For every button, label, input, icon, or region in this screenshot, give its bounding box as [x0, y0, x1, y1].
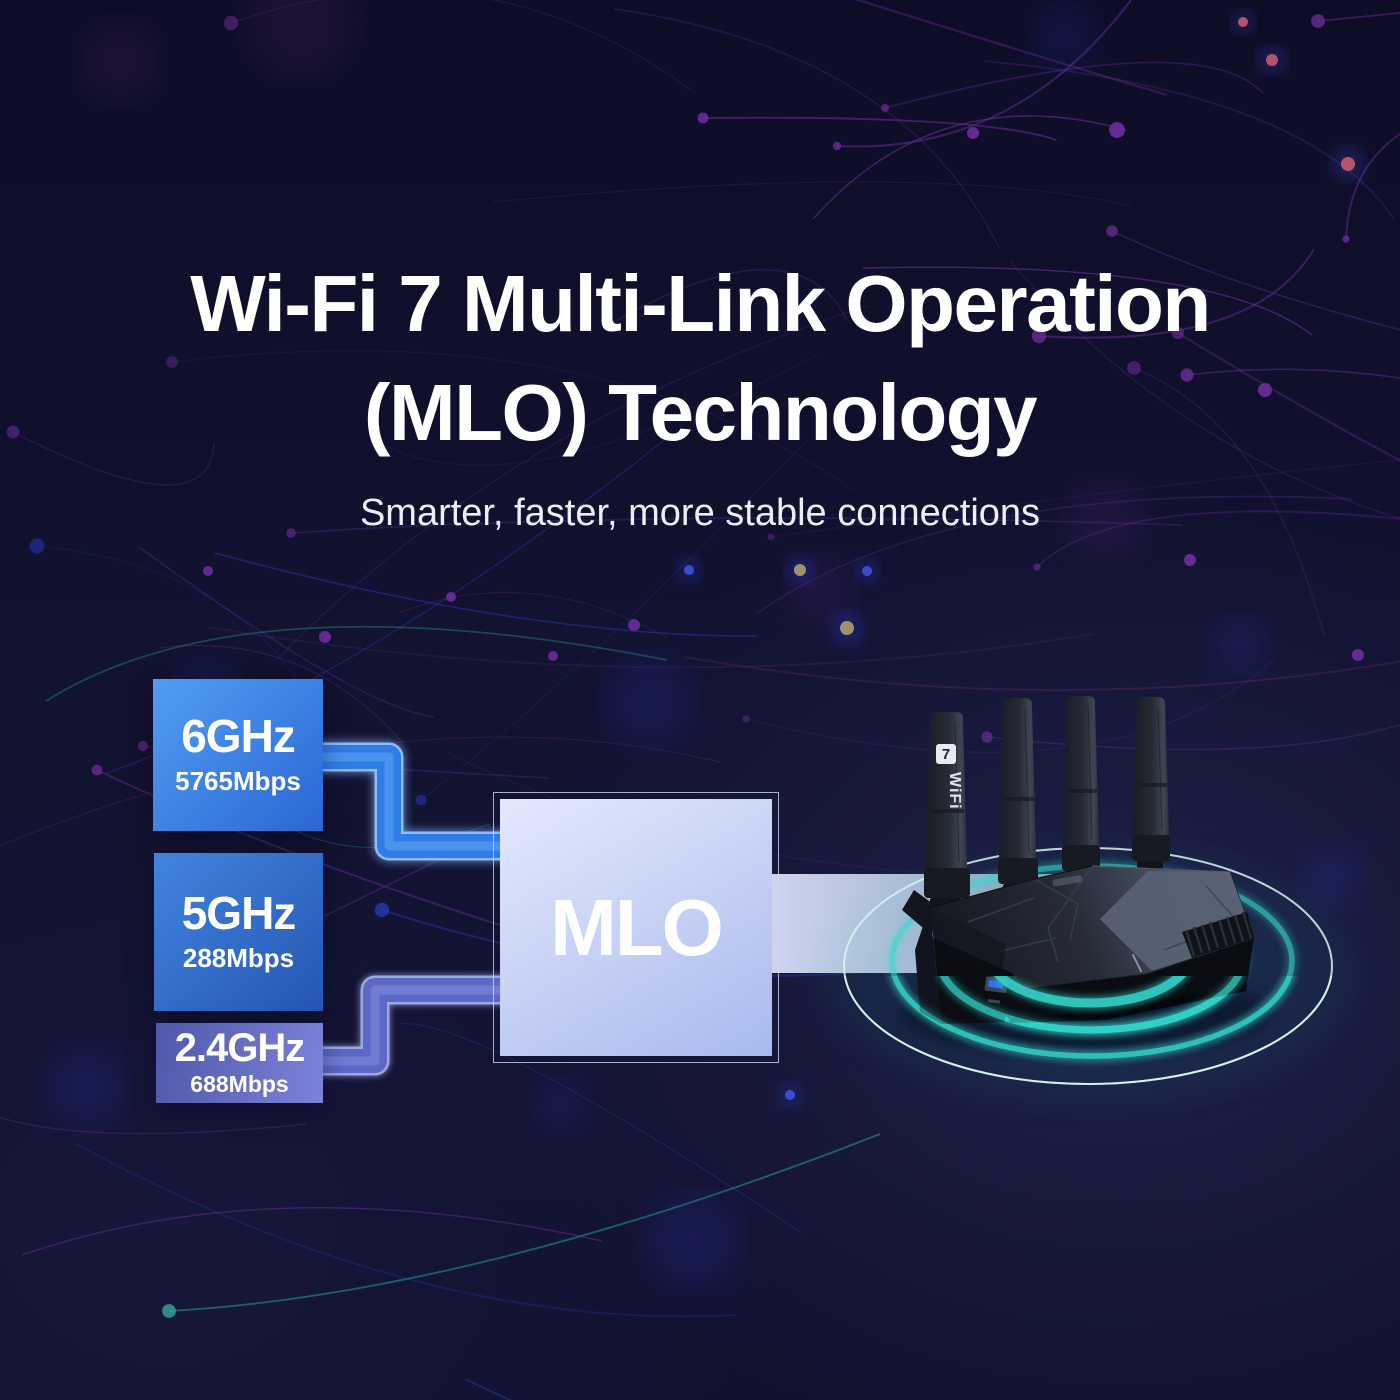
mlo-box: MLO	[500, 799, 772, 1056]
pipe-2-4ghz	[318, 975, 506, 1076]
mlo-label: MLO	[550, 882, 724, 972]
band-speed: 688Mbps	[190, 1071, 289, 1098]
router-antenna-3	[1062, 696, 1100, 883]
page-subtitle: Smarter, faster, more stable connections	[359, 492, 1041, 534]
router-antenna-4	[1132, 697, 1170, 873]
wifi7-logo: 7 WiFi	[936, 744, 963, 810]
band-box-5ghz: 5GHz 288Mbps	[154, 853, 323, 1011]
router-body	[915, 865, 1255, 1024]
page-title: Wi-Fi 7 Multi-Link Operation (MLO) Techn…	[0, 250, 1400, 468]
band-speed: 5765Mbps	[175, 765, 301, 796]
vent-grille	[1182, 911, 1254, 958]
signal-ripples-front	[843, 976, 1333, 1085]
mlo-box-outline	[493, 792, 779, 1063]
svg-text:7: 7	[942, 746, 950, 763]
svg-text:WiFi: WiFi	[946, 772, 963, 810]
router-antenna-2	[998, 698, 1038, 896]
band-box-6ghz: 6GHz 5765Mbps	[153, 679, 323, 831]
band-name: 5GHz	[181, 887, 297, 940]
router-top-logo	[1052, 875, 1083, 887]
band-speed: 288Mbps	[182, 942, 295, 973]
front-indicator-mark	[1132, 954, 1142, 972]
title-line-2: (MLO) Technology	[363, 367, 1038, 457]
band-name: 6GHz	[181, 710, 296, 763]
band-box-2-4ghz: 2.4GHz 688Mbps	[156, 1023, 323, 1103]
router-illustration: 7 WiFi	[902, 696, 1255, 1024]
title-line-1: Wi-Fi 7 Multi-Link Operation	[190, 259, 1211, 348]
pipe-6ghz	[318, 742, 506, 861]
band-name: 2.4GHz	[174, 1025, 306, 1070]
